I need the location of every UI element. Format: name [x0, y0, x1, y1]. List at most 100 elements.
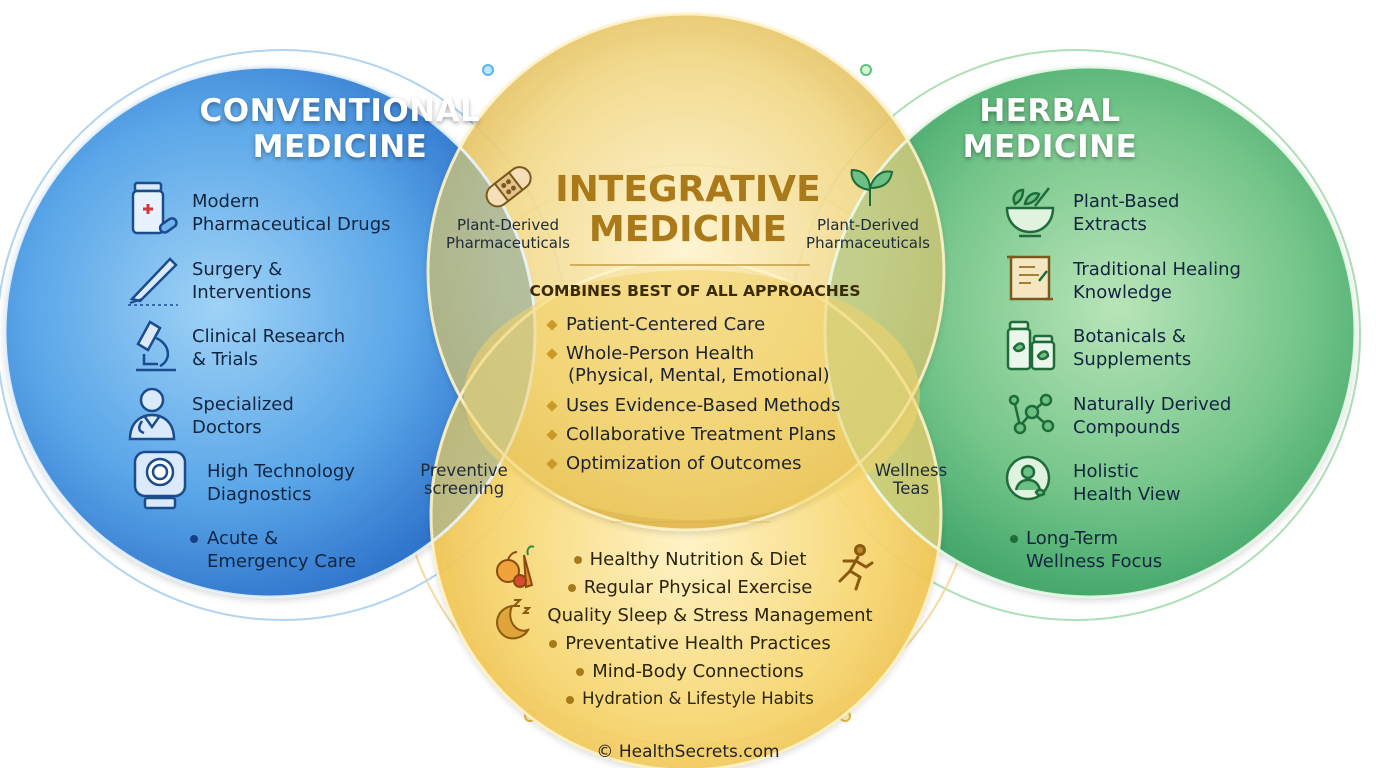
copyright-credit: © HealthSecrets.com	[596, 742, 780, 762]
holistic-person-icon	[1005, 455, 1051, 501]
item-line: Knowledge	[1073, 282, 1172, 303]
bullet-icon	[1010, 535, 1018, 543]
runner-icon	[838, 544, 874, 591]
conventional-item-diagnostics: High Technology Diagnostics	[207, 460, 355, 506]
item-text: (Physical, Mental, Emotional)	[568, 365, 830, 386]
herbal-item-wellness: Long-Term Wellness Focus	[1026, 527, 1162, 573]
item-line: Emergency Care	[207, 551, 356, 572]
herbal-item-holistic: Holistic Health View	[1073, 460, 1181, 506]
item-text: Preventative Health Practices	[565, 633, 831, 654]
item-line: Interventions	[192, 282, 312, 303]
item-text: Whole-Person Health	[566, 343, 755, 364]
item-line: Clinical Research	[192, 326, 346, 347]
herbal-item-extracts: Plant-Based Extracts	[1073, 190, 1179, 236]
item-line: Acute &	[207, 528, 279, 549]
item-text: Regular Physical Exercise	[583, 577, 813, 598]
herbal-item-botanicals: Botanicals & Supplements	[1073, 325, 1191, 371]
overlap-label: Pharmaceuticals	[806, 234, 930, 252]
item-line: Long-Term	[1026, 528, 1119, 549]
lifestyle-item: Quality Sleep & Stress Management	[520, 605, 900, 627]
fruit-vegetable-icon	[496, 545, 535, 589]
mri-scanner-icon	[133, 450, 187, 510]
diamond-bullet-icon	[546, 319, 558, 331]
overlap-label: Plant-Derived	[457, 216, 559, 234]
conventional-item-surgery: Surgery & Interventions	[192, 258, 311, 304]
item-line: & Trials	[192, 349, 258, 370]
bullet-icon	[567, 584, 576, 592]
item-line: Traditional Healing	[1073, 259, 1241, 280]
conventional-title: CONVENTIONAL MEDICINE	[190, 93, 490, 165]
overlap-left-top: Plant-Derived Pharmaceuticals	[438, 216, 578, 252]
microscope-icon	[136, 320, 176, 372]
item-line: Compounds	[1073, 417, 1181, 438]
integrative-title-line2: MEDICINE	[588, 209, 788, 250]
center-core	[464, 270, 920, 520]
item-line: Pharmaceutical Drugs	[192, 214, 391, 235]
bandage-icon	[485, 166, 532, 208]
item-line: Specialized	[192, 394, 294, 415]
item-line: Wellness Focus	[1026, 551, 1163, 572]
item-line: Doctors	[192, 417, 262, 438]
conventional-item-research: Clinical Research & Trials	[192, 325, 345, 371]
lifestyle-item: Regular Physical Exercise	[540, 577, 840, 599]
item-line: Naturally Derived	[1073, 394, 1232, 415]
item-line: Health View	[1073, 484, 1181, 505]
integrative-item: Collaborative Treatment Plans	[546, 424, 836, 446]
integrative-item: Whole-Person Health (Physical, Mental, E…	[546, 343, 830, 387]
item-line: Holistic	[1073, 461, 1139, 482]
bullet-icon	[549, 640, 558, 648]
overlap-right-top: Plant-Derived Pharmaceuticals	[798, 216, 938, 252]
overlap-label: Teas	[892, 479, 930, 498]
molecule-icon	[1008, 393, 1055, 435]
diamond-bullet-icon	[546, 348, 558, 360]
diamond-bullet-icon	[546, 458, 558, 470]
item-line: Diagnostics	[207, 484, 312, 505]
item-line: Plant-Based	[1073, 191, 1180, 212]
herbal-title-line2: MEDICINE	[962, 129, 1138, 165]
mortar-pestle-icon	[1005, 187, 1055, 238]
conventional-item-emergency: Acute & Emergency Care	[207, 527, 356, 573]
integrative-subtitle: COMBINES BEST OF ALL APPROACHES	[529, 282, 861, 300]
herbal-circle	[825, 67, 1355, 597]
integrative-item: Uses Evidence-Based Methods	[546, 395, 841, 417]
leaf-sprout-icon	[850, 168, 894, 206]
supplement-bottles-icon	[1006, 320, 1056, 371]
conventional-title-line1: CONVENTIONAL	[199, 93, 481, 129]
herbal-item-traditional: Traditional Healing Knowledge	[1073, 258, 1241, 304]
item-text: Optimization of Outcomes	[566, 453, 802, 474]
bullet-icon	[576, 668, 585, 676]
doctor-icon	[128, 387, 176, 441]
item-text: Quality Sleep & Stress Management	[547, 605, 873, 626]
item-text: Healthy Nutrition & Diet	[589, 549, 807, 570]
conventional-item-doctors: Specialized Doctors	[192, 393, 294, 439]
herbal-title-line1: HERBAL	[979, 93, 1121, 129]
diamond-bullet-icon	[546, 429, 558, 441]
lifestyle-item: Healthy Nutrition & Diet	[540, 549, 840, 571]
lifestyle-item: Hydration & Lifestyle Habits	[530, 688, 850, 710]
integrative-item: Patient-Centered Care	[546, 314, 766, 336]
bullet-icon	[566, 695, 575, 704]
item-line: Botanicals &	[1073, 326, 1186, 347]
moon-sleep-icon	[496, 599, 532, 640]
item-text: Uses Evidence-Based Methods	[566, 395, 841, 416]
bullet-icon	[190, 535, 198, 543]
overlap-label: Preventive	[420, 461, 508, 480]
lifestyle-item: Mind-Body Connections	[540, 661, 840, 683]
ring-dot	[482, 64, 494, 76]
item-text: Patient-Centered Care	[566, 314, 766, 335]
herbal-item-compounds: Naturally Derived Compounds	[1073, 393, 1231, 439]
overlap-label: Pharmaceuticals	[446, 234, 570, 252]
item-line: Modern	[192, 191, 260, 212]
lifestyle-item: Preventative Health Practices	[520, 633, 860, 655]
overlap-label: Plant-Derived	[817, 216, 919, 234]
integrative-title-line1: INTEGRATIVE	[555, 169, 821, 210]
integrative-item: Optimization of Outcomes	[546, 453, 802, 475]
item-line: Supplements	[1073, 349, 1192, 370]
item-line: Surgery &	[192, 259, 283, 280]
item-text: Hydration & Lifestyle Habits	[582, 689, 814, 708]
ring-dot	[860, 64, 872, 76]
scalpel-icon	[128, 257, 178, 306]
bullet-icon	[573, 556, 582, 564]
